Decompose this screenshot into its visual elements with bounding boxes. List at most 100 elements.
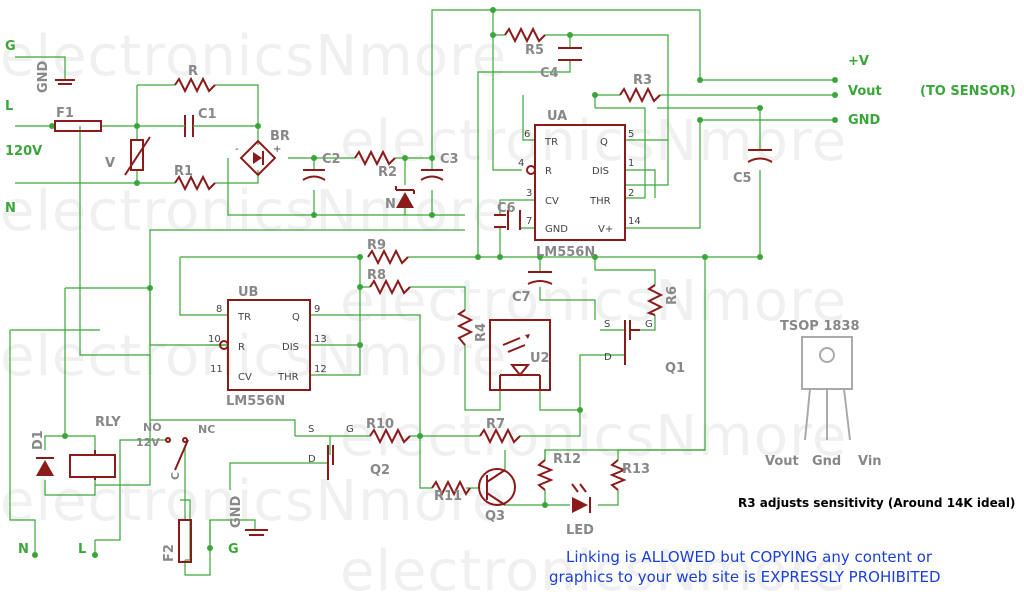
svg-text:6: 6 <box>524 129 530 140</box>
label-to-sensor: (TO SENSOR) <box>920 84 1016 99</box>
label-ub-part: LM556N <box>226 394 285 409</box>
label-ua-part: LM556N <box>536 245 595 260</box>
label-q2: Q2 <box>370 463 390 478</box>
svg-text:electronicsNmore: electronicsNmore <box>0 469 507 534</box>
svg-text:TR: TR <box>237 312 251 323</box>
svg-text:7: 7 <box>526 216 532 227</box>
svg-text:S: S <box>308 424 314 435</box>
label-ub: UB <box>238 285 258 300</box>
mosfet-pin-labels: S G D S G D <box>308 319 653 465</box>
label-gnd-bottom: GND <box>229 495 244 528</box>
svg-text:GND: GND <box>545 224 568 235</box>
label-r6: R6 <box>665 286 680 305</box>
label-zener-n: N <box>385 197 396 212</box>
label-c-contact: C <box>169 472 182 480</box>
label-l-bottom: L <box>78 542 86 557</box>
junctions <box>32 7 838 558</box>
label-120v: 120V <box>5 144 42 159</box>
label-no: NO <box>143 421 162 434</box>
copyright-notice-line2: graphics to your web site is EXPRESSLY P… <box>549 568 941 586</box>
svg-text:G: G <box>346 424 354 435</box>
tsop-labels: TSOP 1838 Vout Gnd Vin <box>765 319 882 469</box>
label-q1: Q1 <box>665 361 685 376</box>
svg-text:13: 13 <box>314 334 327 345</box>
label-g-bottom: G <box>228 542 239 557</box>
label-c7: C7 <box>512 290 531 305</box>
svg-text:2: 2 <box>628 188 634 199</box>
label-gnd-out: GND <box>848 113 881 128</box>
label-g: G <box>5 39 16 54</box>
svg-text:-: - <box>235 144 239 155</box>
label-r12: R12 <box>553 452 581 467</box>
sensitivity-note: R3 adjusts sensitivity (Around 14K ideal… <box>738 496 1015 510</box>
svg-text:14: 14 <box>628 216 641 227</box>
svg-text:3: 3 <box>526 188 532 199</box>
label-r11: R11 <box>434 489 462 504</box>
label-r3: R3 <box>633 73 652 88</box>
label-nc: NC <box>198 423 215 436</box>
tsop-pin-gnd: Gnd <box>812 454 841 469</box>
svg-text:11: 11 <box>210 364 223 375</box>
input-labels: G L 120V N GND N L G GND <box>5 39 244 557</box>
svg-text:R: R <box>238 342 245 353</box>
label-c3: C3 <box>440 152 459 167</box>
label-vout: Vout <box>848 84 882 99</box>
tsop-pin-vout: Vout <box>765 454 799 469</box>
label-ua: UA <box>547 109 567 124</box>
label-led: LED <box>566 523 594 538</box>
label-r7: R7 <box>486 417 505 432</box>
label-r4: R4 <box>474 323 489 342</box>
svg-text:Q: Q <box>600 137 608 148</box>
ub-pin-labels: 8 TR 10 R 11 CV 9 Q 13 DIS 12 THR <box>208 304 327 383</box>
svg-text:1: 1 <box>628 158 634 169</box>
svg-text:Q: Q <box>292 312 300 323</box>
component-labels: F1 R C1 V R1 BR - + C2 R2 C3 N R5 C4 R3 … <box>31 43 752 562</box>
label-l: L <box>5 99 13 114</box>
label-r1: R1 <box>174 164 193 179</box>
svg-text:electronicsNmore: electronicsNmore <box>0 324 507 389</box>
label-r: R <box>188 64 198 79</box>
svg-text:D: D <box>604 352 612 363</box>
svg-text:D: D <box>308 454 316 465</box>
svg-text:9: 9 <box>314 304 320 315</box>
label-r10: R10 <box>366 417 394 432</box>
ua-pin-labels: 6 TR 4 R 3 CV 7 GND 5 Q 1 DIS 2 THR 14 V… <box>518 129 641 235</box>
svg-text:DIS: DIS <box>592 166 609 177</box>
label-rly: RLY <box>95 415 121 430</box>
label-gnd-top: GND <box>36 60 51 93</box>
svg-text:TR: TR <box>544 137 558 148</box>
label-c5: C5 <box>733 171 752 186</box>
svg-text:electronicsNmore: electronicsNmore <box>340 109 847 174</box>
label-f2: F2 <box>162 544 177 562</box>
label-f1: F1 <box>56 106 74 121</box>
label-r13: R13 <box>622 462 650 477</box>
watermark: electronicsNmore electronicsNmore electr… <box>0 24 847 597</box>
svg-text:5: 5 <box>628 129 634 140</box>
label-v: V <box>105 156 115 171</box>
svg-text:12: 12 <box>314 364 327 375</box>
svg-text:4: 4 <box>518 158 524 169</box>
label-c1: C1 <box>198 107 217 122</box>
label-br: BR <box>270 129 290 144</box>
copyright-notice-line1: Linking is ALLOWED but COPYING any conte… <box>566 548 933 566</box>
label-r8: R8 <box>367 268 386 283</box>
svg-text:electronicsNmore: electronicsNmore <box>0 24 507 89</box>
tsop-title: TSOP 1838 <box>780 319 860 334</box>
svg-text:10: 10 <box>208 334 221 345</box>
label-12v: 12V <box>136 436 160 449</box>
components <box>36 26 853 563</box>
svg-text:CV: CV <box>238 372 252 383</box>
svg-text:THR: THR <box>277 372 299 383</box>
label-c2: C2 <box>322 152 341 167</box>
tsop-pin-vin: Vin <box>858 454 882 469</box>
label-r9: R9 <box>367 238 386 253</box>
label-c6: C6 <box>497 201 516 216</box>
svg-text:S: S <box>604 319 610 330</box>
svg-text:THR: THR <box>589 196 611 207</box>
svg-text:electronicsNmore: electronicsNmore <box>340 539 847 597</box>
svg-text:V+: V+ <box>598 224 613 235</box>
label-n-bottom: N <box>18 542 29 557</box>
svg-text:G: G <box>645 319 653 330</box>
